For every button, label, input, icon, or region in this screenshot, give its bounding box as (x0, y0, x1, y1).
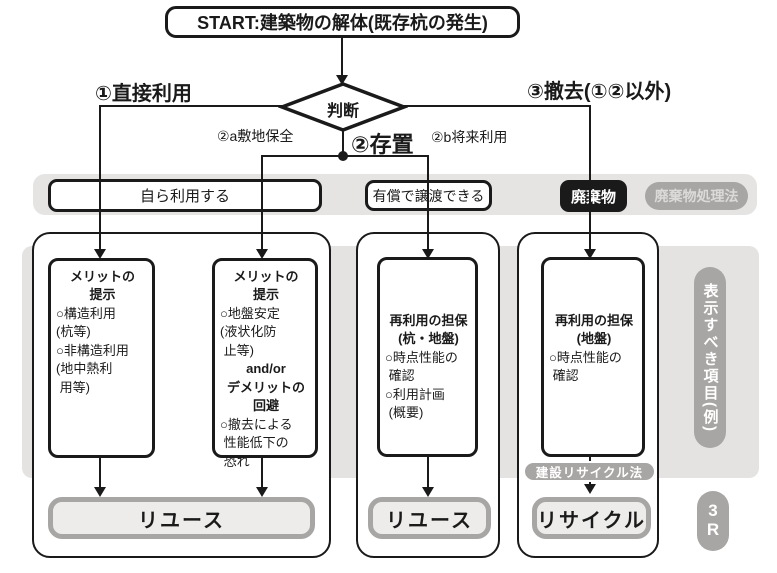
box1-header: メリットの 提示 (69, 269, 135, 303)
display-item-box-direct-use: メリットの 提示 ○構造利用 (杭等) ○非構造利用 (地中熱利 用等) (48, 258, 155, 458)
connector-preserve-b-vertical (427, 155, 429, 251)
box3-body: ○時点性能の 確認 ○利用計画 (概要) (385, 349, 458, 421)
arrowhead-into-recycle (584, 484, 596, 494)
side-label-badge: 表示すべき項目(例) (694, 267, 726, 448)
result-recycle-label: リサイクル (537, 509, 646, 532)
decision-label: 判断 (326, 103, 359, 120)
box2-connector: and/or (246, 361, 286, 377)
result-recycle: リサイクル (532, 497, 651, 539)
connector-preserve-stem (342, 128, 344, 157)
connector-right-horizontal (403, 105, 591, 107)
box2-body2: ○撤去による 性能低下の 恐れ (220, 416, 293, 469)
arrowhead-into-reuse-mid (422, 487, 434, 497)
connector-left-horizontal (99, 105, 283, 107)
arrowhead-into-reuse-left-1 (94, 487, 106, 497)
waste-law-badge: 廃棄物処理法 (645, 182, 748, 210)
branch-label-preserve: ②存置 (351, 132, 414, 157)
display-item-box-preserve-b: 再利用の担保 (杭・地盤) ○時点性能の 確認 ○利用計画 (概要) (377, 257, 478, 457)
box2-header: メリットの 提示 (233, 269, 299, 303)
waste-law-badge-label: 廃棄物処理法 (654, 188, 739, 204)
arrowhead-into-box4 (584, 249, 596, 259)
junction-dot (338, 151, 348, 161)
three-r-badge: 3 R (697, 491, 729, 551)
condition-waste-label: 廃棄物 (570, 188, 616, 206)
box4-body: ○時点性能の 確認 (549, 349, 622, 384)
branch-label-removal: ③撤去(①②以外) (527, 81, 672, 103)
condition-waste: 廃棄物 (560, 180, 627, 212)
condition-self-use: 自ら利用する (48, 179, 322, 212)
connector-start-stem (341, 37, 343, 77)
connector-box3-result (427, 457, 429, 489)
box4-header: 再利用の担保 (地盤) (554, 313, 633, 347)
box2-header2: デメリットの 回避 (226, 379, 305, 414)
connector-left-vertical (99, 105, 101, 251)
arrowhead-into-reuse-left-2 (256, 487, 268, 497)
arrowhead-into-diamond (336, 75, 348, 85)
box2-body: ○地盤安定 (液状化防 止等) (220, 305, 280, 358)
start-node-label: START:建築物の解体(既存杭の発生) (197, 13, 488, 33)
arrowhead-into-box2 (256, 249, 268, 259)
connector-right-vertical (589, 105, 591, 251)
box3-header: 再利用の担保 (杭・地盤) (389, 313, 468, 347)
display-item-box-preserve-a: メリットの 提示 ○地盤安定 (液状化防 止等) and/or デメリットの 回… (212, 258, 318, 469)
connector-box1-result (99, 458, 101, 489)
connector-preserve-a-vertical (261, 155, 263, 251)
arrowhead-into-box3 (422, 249, 434, 259)
arrowhead-into-box1 (94, 249, 106, 259)
branch-label-preserve-site: ②a敷地保全 (217, 128, 294, 144)
branch-label-preserve-future: ②b将来利用 (431, 129, 508, 145)
branch-label-direct-use: ①直接利用 (95, 83, 192, 105)
box1-body: ○構造利用 (杭等) ○非構造利用 (地中熱利 用等) (56, 305, 129, 395)
result-reuse-mid-label: リユース (386, 509, 473, 532)
display-item-box-removal: 再利用の担保 (地盤) ○時点性能の 確認 (541, 257, 645, 457)
start-node: START:建築物の解体(既存杭の発生) (165, 6, 520, 38)
condition-self-use-label: 自ら利用する (139, 188, 230, 205)
result-reuse-left-label: リユース (138, 509, 225, 532)
construction-recycle-law-badge: 建設リサイクル法 (523, 461, 656, 482)
result-reuse-mid: リユース (368, 497, 491, 539)
result-reuse-left: リユース (48, 497, 315, 539)
connector-box2-result (261, 458, 263, 489)
decision-diamond (278, 82, 408, 132)
